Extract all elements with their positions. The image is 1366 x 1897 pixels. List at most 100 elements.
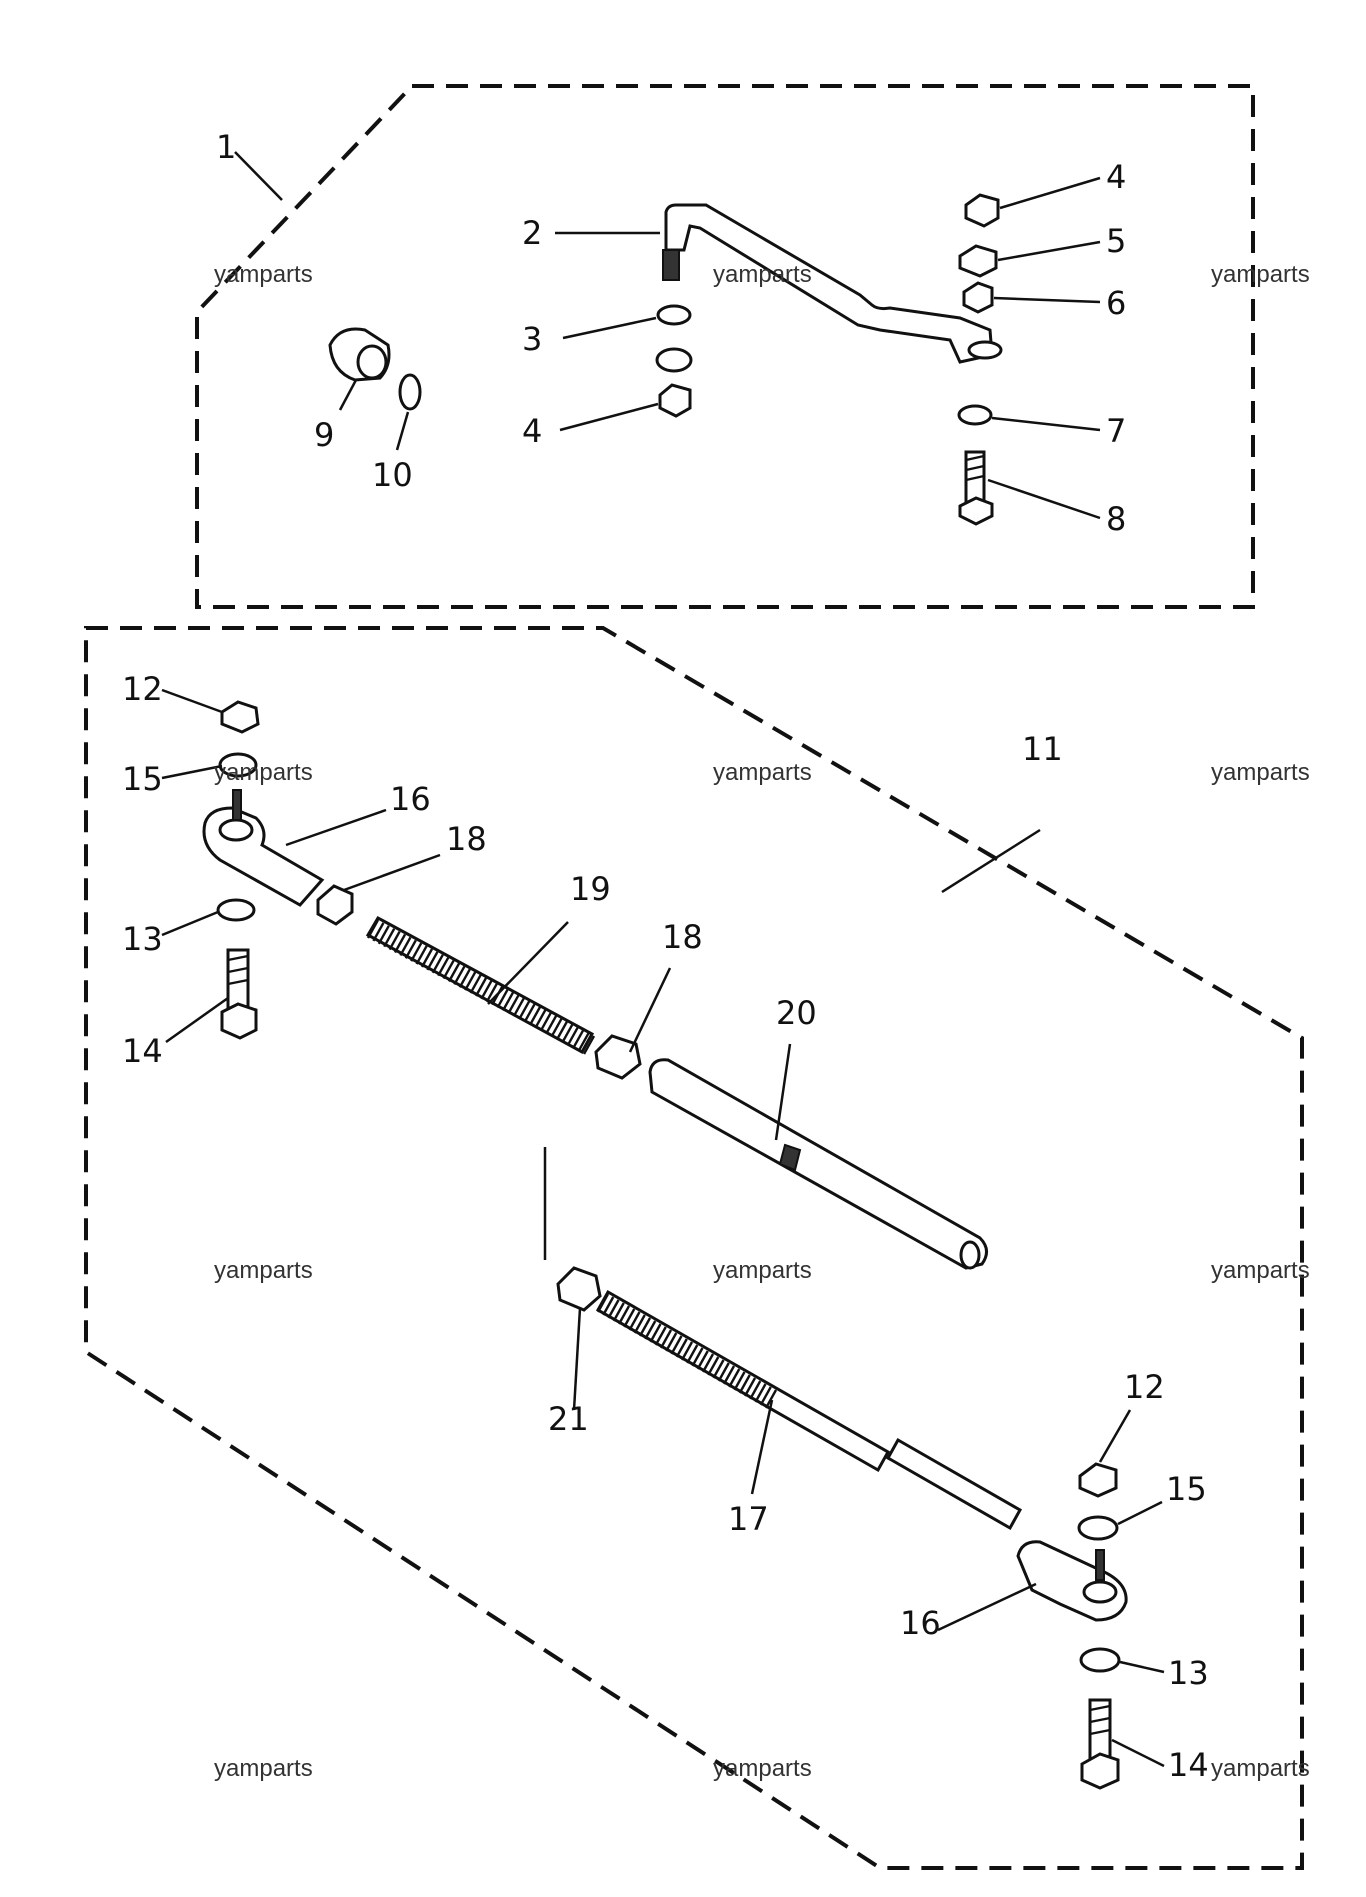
watermark: yamparts — [713, 1755, 812, 1782]
leader-14b — [1111, 1738, 1165, 1768]
leader-3 — [562, 316, 657, 340]
thread-line — [680, 1341, 694, 1361]
watermark: yamparts — [214, 261, 313, 288]
callout-19: 19 — [570, 870, 611, 908]
leader-21 — [572, 1307, 582, 1411]
callout-8: 8 — [1106, 500, 1126, 538]
thread-line — [437, 957, 450, 977]
thread-line — [561, 1023, 574, 1043]
collar-6 — [962, 281, 994, 314]
washer-15a — [218, 752, 258, 778]
thread-line — [582, 1035, 596, 1055]
nut-21 — [556, 1266, 602, 1312]
thread-line — [458, 968, 471, 988]
thread-line — [701, 1353, 715, 1373]
callout-14-top: 14 — [122, 1032, 163, 1070]
nut-left — [658, 383, 692, 418]
thread-line — [759, 1386, 772, 1406]
threaded-rod-17 — [595, 1289, 1023, 1531]
thread-line — [372, 922, 385, 942]
thread-line — [754, 1383, 767, 1403]
watermark: yamparts — [1211, 261, 1310, 288]
thread-line — [410, 942, 423, 962]
thread-line — [442, 960, 455, 980]
thread-line — [612, 1302, 625, 1322]
thread-line — [596, 1293, 610, 1313]
leader-1 — [234, 151, 283, 201]
thread-line — [480, 980, 493, 1000]
leader-12b — [1098, 1409, 1132, 1463]
thread-line — [623, 1308, 636, 1328]
callout-14-bottom: 14 — [1168, 1746, 1209, 1784]
adjusting-tube-20 — [648, 1058, 988, 1270]
rod-end-16b — [1016, 1540, 1128, 1622]
washer-15b — [1077, 1515, 1119, 1541]
thread-line — [733, 1371, 746, 1391]
callout-17: 17 — [728, 1500, 769, 1538]
leader-8 — [987, 478, 1101, 520]
watermark: yamparts — [1211, 759, 1310, 786]
thread-line — [431, 954, 444, 974]
thread-line — [555, 1020, 569, 1041]
callout-15-bottom: 15 — [1166, 1470, 1207, 1508]
thread-line — [507, 994, 520, 1014]
thread-line — [686, 1344, 699, 1364]
thread-line — [393, 933, 407, 954]
rod-threaded-end — [662, 249, 680, 281]
leader-15b — [1117, 1500, 1163, 1526]
thread-line — [523, 1003, 536, 1023]
callout-16-bottom: 16 — [900, 1604, 941, 1642]
thread-line — [512, 997, 525, 1017]
leader-6 — [993, 296, 1101, 304]
thread-line — [399, 936, 412, 956]
thread-line — [577, 1032, 590, 1052]
thread-line — [607, 1299, 620, 1319]
bolt-14a — [220, 948, 258, 1040]
leader-13a — [161, 910, 219, 937]
group-1-boundary — [195, 84, 1255, 609]
callout-4-right: 4 — [1106, 158, 1126, 196]
threaded-rod-19 — [365, 915, 596, 1055]
callout-2: 2 — [522, 214, 542, 252]
thread-line — [712, 1359, 725, 1379]
thread-line — [670, 1335, 683, 1355]
thread-line — [420, 948, 434, 968]
leader-4b — [999, 176, 1101, 210]
leader-15a — [161, 764, 223, 780]
lock-nut-18a — [316, 884, 354, 926]
thread-line — [496, 989, 509, 1009]
tube-flat — [778, 1143, 802, 1172]
callout-20: 20 — [776, 994, 817, 1032]
cap-nut-12a — [220, 700, 260, 734]
thread-line — [426, 951, 439, 971]
thread-line — [738, 1374, 751, 1394]
leader-19 — [487, 921, 569, 1005]
thread-line — [366, 919, 380, 939]
callout-13-bottom: 13 — [1168, 1654, 1209, 1692]
watermark: yamparts — [713, 261, 812, 288]
washer-7 — [957, 404, 993, 426]
o-ring-10 — [398, 373, 422, 411]
washer-5 — [958, 244, 998, 278]
leader-10 — [395, 411, 410, 451]
thread-line — [501, 991, 515, 1012]
callout-21: 21 — [548, 1400, 589, 1438]
watermark: yamparts — [713, 1257, 812, 1284]
watermark: yamparts — [1211, 1755, 1310, 1782]
cap-nut-12b — [1078, 1462, 1118, 1498]
callout-13-top: 13 — [122, 920, 163, 958]
rod-eye-hole — [967, 340, 1003, 360]
thread-line — [665, 1332, 678, 1352]
leader-4a — [559, 402, 659, 432]
thread-line — [566, 1026, 579, 1046]
thread-line — [469, 974, 482, 994]
lock-nut-18b — [594, 1034, 642, 1080]
washer-13a — [216, 898, 256, 922]
rod-end-16a — [202, 789, 325, 907]
callout-15-top: 15 — [122, 760, 163, 798]
callout-3: 3 — [522, 320, 542, 358]
watermark: yamparts — [214, 759, 313, 786]
callout-18-right: 18 — [662, 918, 703, 956]
group-11-boundary — [84, 626, 1304, 1870]
